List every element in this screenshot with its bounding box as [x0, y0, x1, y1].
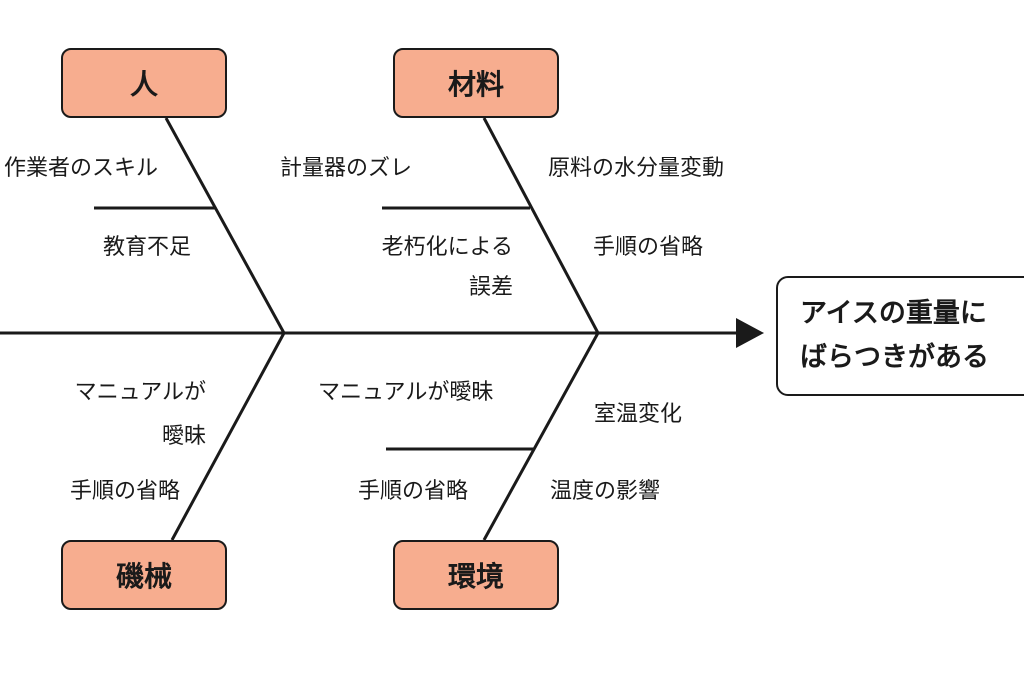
cause-materials-scale-drift: 計量器のズレ: [280, 156, 413, 181]
cause-environment-temp-effect: 温度の影響: [550, 479, 661, 504]
bone-environment: [482, 332, 600, 541]
cause-materials-moisture: 原料の水分量変動: [548, 156, 725, 181]
bone-materials: [482, 117, 600, 334]
category-environment: 環境: [393, 540, 559, 610]
category-people: 人: [61, 48, 227, 118]
cause-people-training: 教育不足: [103, 235, 192, 260]
effect-line-1: アイスの重量に: [800, 298, 987, 329]
cause-people-skill: 作業者のスキル: [4, 156, 159, 181]
cause-materials-aging-1: 老朽化による: [381, 235, 513, 260]
category-materials: 材料: [393, 48, 559, 118]
category-machines: 磯械: [61, 540, 227, 610]
cause-materials-skip-steps: 手順の省略: [593, 235, 704, 260]
cause-environment-skip-steps: 手順の省略: [358, 479, 469, 504]
effect-box: アイスの重量に ばらつきがある: [776, 276, 1024, 396]
category-environment-label: 環境: [447, 560, 504, 593]
cause-machines-manual-2: 曖昧: [161, 424, 206, 449]
category-people-label: 人: [129, 68, 158, 101]
cause-machines-manual-1: マニュアルが: [74, 380, 206, 405]
spine-arrowhead: [736, 318, 764, 348]
cause-machines-skip-steps: 手順の省略: [70, 479, 181, 504]
bone-machines: [170, 332, 286, 541]
category-materials-label: 材料: [447, 68, 504, 101]
cause-materials-aging-2: 誤差: [468, 275, 513, 300]
effect-line-2: ばらつきがある: [800, 342, 989, 373]
cause-environment-room-temp: 室温変化: [594, 402, 683, 427]
bone-people: [164, 117, 286, 334]
category-machines-label: 磯械: [115, 560, 172, 593]
cause-environment-manual: マニュアルが曖昧: [318, 380, 494, 405]
